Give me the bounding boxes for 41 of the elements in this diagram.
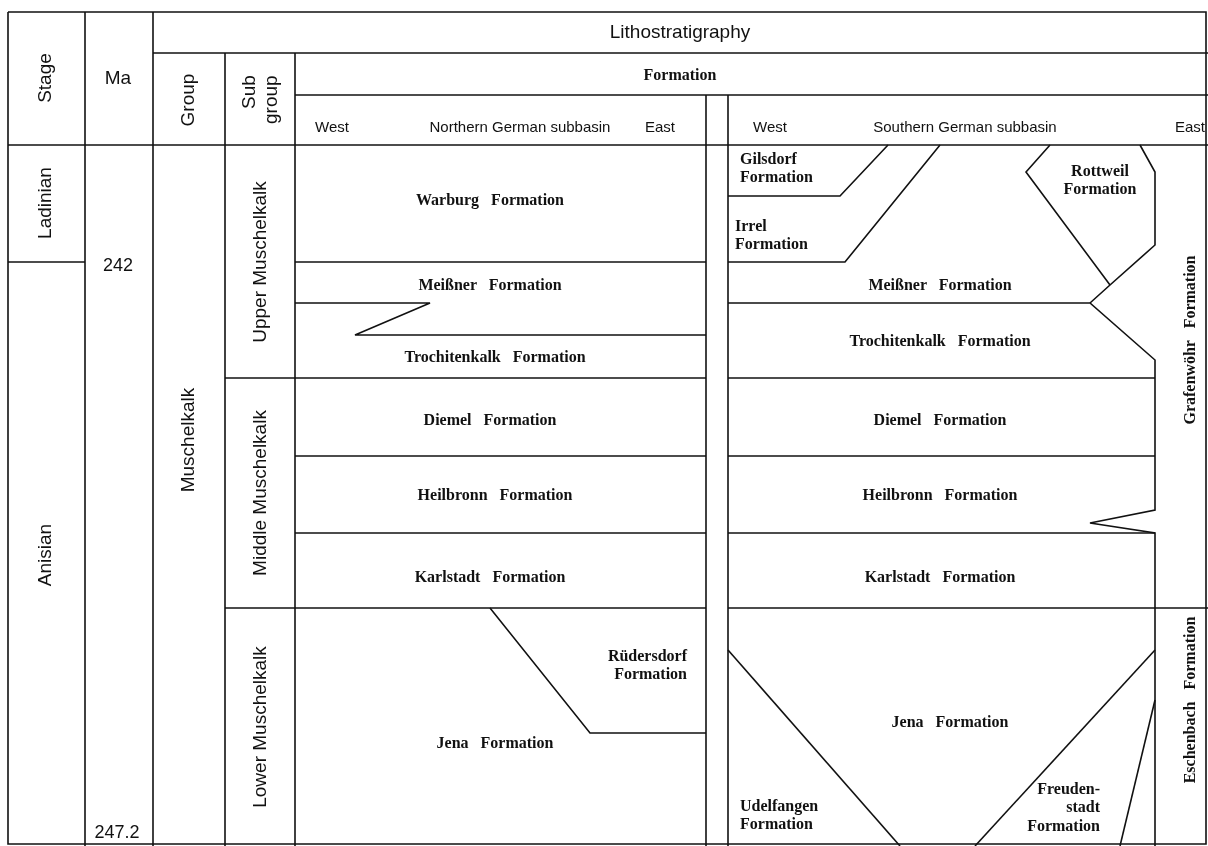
group-name: Muschelkalk xyxy=(177,387,199,493)
formation-name: Udelfangen Formation xyxy=(740,796,850,834)
formation-name: Meißner Formation xyxy=(418,275,562,295)
subgroup-name: Upper Muschelkalk xyxy=(249,181,271,343)
formation-name: Diemel Formation xyxy=(873,410,1007,430)
formation-name: Eschenbach Formation xyxy=(1180,616,1200,784)
formation-name: Rottweil Formation xyxy=(1050,161,1150,199)
formation-name: Gilsdorf Formation xyxy=(740,149,850,187)
subbasin-name: Southern German subbasin xyxy=(873,118,1057,136)
formation-name: Meißner Formation xyxy=(868,275,1012,295)
direction-label: West xyxy=(315,118,349,136)
column-header: Lithostratigraphy xyxy=(609,21,751,43)
formation-name: Irrel Formation xyxy=(735,216,815,254)
column-header: Formation xyxy=(643,65,717,85)
formation-name: Karlstadt Formation xyxy=(864,567,1016,587)
formation-name: Grafenwöhr Formation xyxy=(1180,255,1200,425)
age-value: 247.2 xyxy=(94,821,140,843)
stage-name: Anisian xyxy=(34,523,56,587)
subgroup-name: Middle Muschelkalk xyxy=(249,410,271,576)
age-value: 242 xyxy=(103,254,133,276)
column-header: Stage xyxy=(34,53,56,103)
formation-name: Trochitenkalk Formation xyxy=(404,347,586,367)
formation-name: Warburg Formation xyxy=(416,190,564,210)
formation-name: Diemel Formation xyxy=(423,410,557,430)
formation-name: Karlstadt Formation xyxy=(414,567,566,587)
direction-label: East xyxy=(1175,118,1205,136)
subbasin-name: Northern German subbasin xyxy=(429,118,611,136)
direction-label: West xyxy=(753,118,787,136)
formation-name: Jena Formation xyxy=(436,733,554,753)
column-header: Ma xyxy=(104,67,132,89)
formation-name: Heilbronn Formation xyxy=(417,485,573,505)
formation-name: Freuden- stadt Formation xyxy=(1020,780,1100,836)
direction-label: East xyxy=(645,118,675,136)
formation-name: Rüdersdorf Formation xyxy=(577,646,687,684)
formation-name: Jena Formation xyxy=(891,712,1009,732)
formation-name: Trochitenkalk Formation xyxy=(849,331,1031,351)
column-header: Group xyxy=(177,73,199,127)
stage-name: Ladinian xyxy=(34,167,56,239)
formation-name: Heilbronn Formation xyxy=(862,485,1018,505)
column-header: Sub group xyxy=(238,75,282,125)
subgroup-name: Lower Muschelkalk xyxy=(249,646,271,808)
